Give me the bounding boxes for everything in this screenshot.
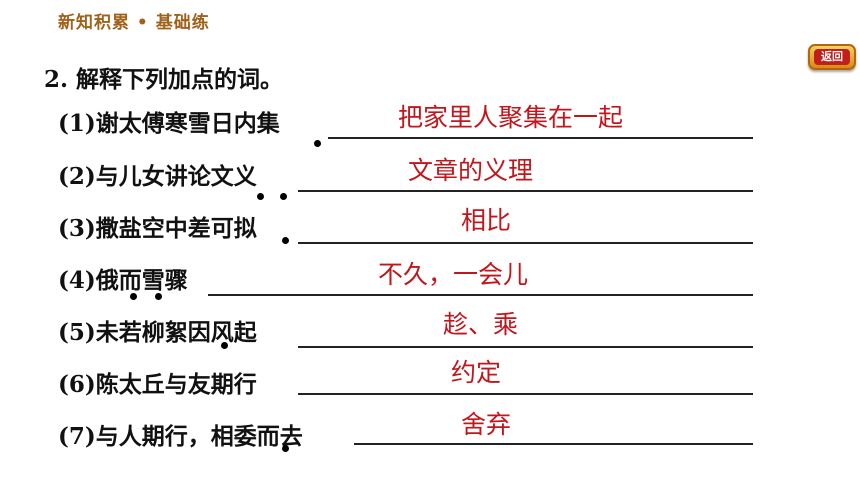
back-button-label: 返回 (814, 49, 850, 65)
answer-line (298, 242, 753, 244)
emphasis-dot (130, 293, 137, 300)
item-answer: 舍弃 (461, 410, 512, 439)
item-answer: 文章的义理 (408, 156, 534, 185)
answer-line (328, 137, 753, 139)
item-answer: 约定 (451, 358, 502, 387)
header-bar: 新知积累 • 基础练 (0, 0, 860, 38)
answer-line (298, 190, 753, 192)
section-title: 新知积累 • 基础练 (58, 13, 210, 33)
answer-line (298, 346, 753, 348)
item-label: (4)俄而雪骤 (58, 267, 188, 294)
emphasis-dot (155, 293, 162, 300)
answer-line (354, 443, 753, 445)
item-answer: 把家里人聚集在一起 (398, 103, 624, 132)
question-title: 2. 解释下列加点的词。 (44, 66, 284, 93)
answer-line (208, 294, 753, 296)
item-label: (1)谢太傅寒雪日内集 (58, 110, 280, 137)
emphasis-dot (282, 445, 289, 452)
item-answer: 不久，一会儿 (378, 260, 529, 289)
item-label: (2)与儿女讲论文义 (58, 163, 257, 190)
item-label: (7)与人期行，相委而去 (58, 423, 303, 450)
emphasis-dot (280, 193, 287, 200)
back-button[interactable]: 返回 (808, 44, 856, 70)
answer-line (298, 393, 753, 395)
item-label: (3)撒盐空中差可拟 (58, 215, 257, 242)
item-answer: 相比 (461, 206, 512, 235)
emphasis-dot (221, 342, 228, 349)
emphasis-dot (282, 237, 289, 244)
emphasis-dot (314, 140, 321, 147)
item-label: (6)陈太丘与友期行 (58, 371, 257, 398)
emphasis-dot (257, 193, 264, 200)
item-answer: 趁、乘 (443, 310, 519, 339)
item-label: (5)未若柳絮因风起 (58, 319, 257, 346)
